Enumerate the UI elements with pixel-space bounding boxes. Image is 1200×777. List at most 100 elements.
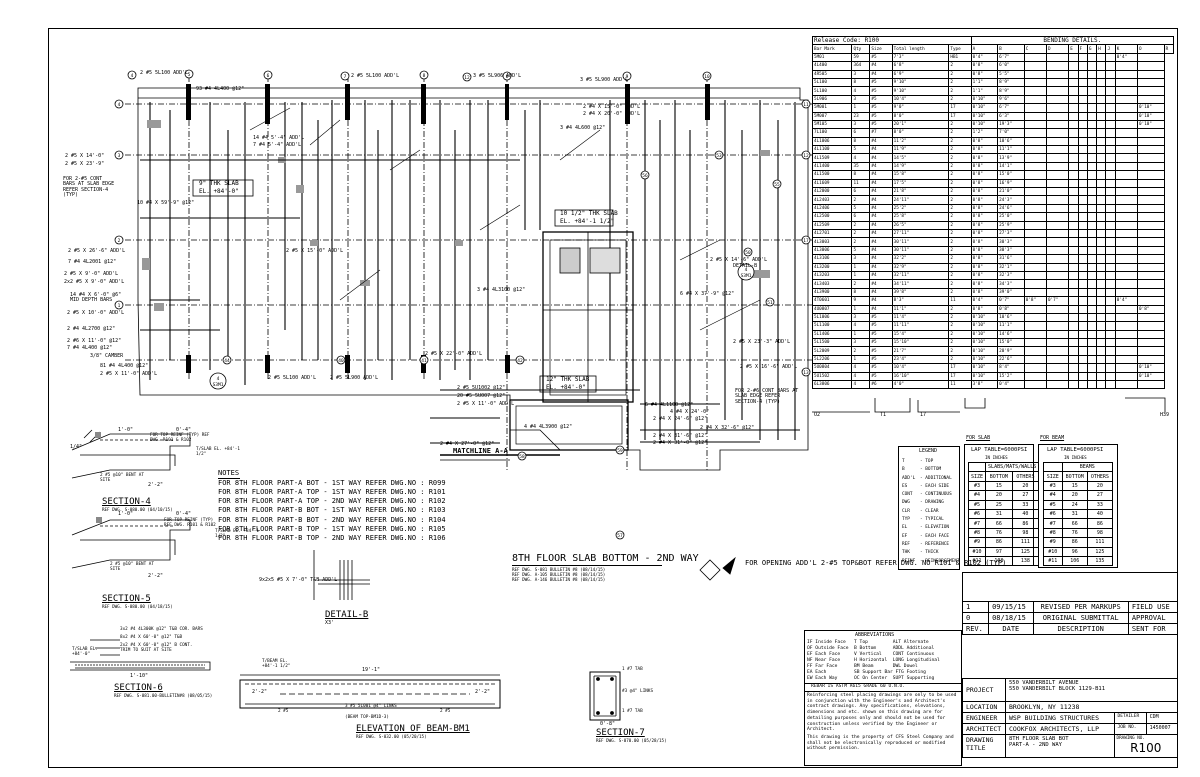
bending-cell: #5	[869, 312, 893, 323]
bending-cell	[1105, 312, 1116, 323]
bending-cell: #7	[869, 128, 893, 138]
slab-elevation-1: EL. +84'-0"	[199, 188, 239, 195]
bending-cell	[1096, 69, 1107, 79]
bending-cell: 32'3"	[997, 270, 1025, 281]
bending-cell	[1096, 379, 1107, 390]
bending-cell	[1096, 363, 1107, 373]
lap-cell: 106	[1061, 555, 1088, 567]
bending-cell: 39'8"	[891, 287, 950, 298]
bending-cell: 4	[851, 321, 871, 331]
bending-cell: 0'8"	[970, 228, 999, 239]
drawing-sheet	[48, 28, 1178, 768]
bending-cell: 0'7"	[997, 296, 1025, 306]
bending-cell: 9'10"	[891, 77, 950, 88]
lap-slab-sub: IN INCHES	[985, 455, 1008, 460]
lap-cell: #8	[1043, 527, 1063, 539]
bending-cell: 30'3"	[997, 237, 1025, 247]
bending-cell	[1105, 338, 1116, 348]
bending-cell	[1105, 69, 1116, 79]
lap-beam-head: LAP TABLE=6000PSI	[1047, 447, 1104, 453]
bending-cell: 8'0"	[891, 111, 950, 121]
bending-cell: 0'4"	[1114, 296, 1139, 306]
legend-item: TYP- TYPICAL	[902, 517, 960, 525]
bending-cell	[1077, 136, 1088, 147]
bending-cell	[1096, 262, 1107, 272]
bending-cell: 2	[948, 228, 972, 239]
bending-cell	[1114, 346, 1139, 356]
bending-cell: 0'10"	[970, 354, 999, 365]
bending-cell	[1137, 237, 1165, 247]
beam-note-5: 2 #5	[440, 709, 451, 714]
legend-item: REF- REFERENCE	[902, 542, 960, 550]
legend-meaning: - TOP	[920, 459, 934, 464]
bending-cell	[1068, 363, 1079, 373]
bending-cell	[1086, 170, 1098, 180]
bending-cell: 3'8"	[970, 379, 999, 390]
bending-cell: 9'6"	[997, 94, 1025, 105]
legend-item: EL- ELEVATION	[902, 525, 960, 533]
lap-cell: #6	[967, 508, 987, 520]
bending-cell: 7'3"	[891, 52, 950, 63]
lap-blank	[967, 461, 987, 473]
engineer-value: WSP BUILDING STRUCTURES	[1005, 712, 1115, 724]
bending-cell: 6'3"	[997, 111, 1025, 121]
s4-note-3: 2 #5 @10" BENT AT SITE	[100, 473, 144, 483]
bending-cell: 3	[851, 69, 871, 79]
bending-cell: 0'8"	[970, 220, 999, 231]
rev-col-date: DATE	[988, 623, 1034, 635]
detail-b-note: 9x2x5 #5 X 7'-0" T&B ADD'L	[259, 577, 338, 583]
bending-cell: 2	[948, 304, 972, 314]
bending-cell	[1023, 237, 1047, 247]
bending-cell	[1096, 161, 1107, 172]
bending-cell: 0'8"	[970, 61, 999, 71]
callout-43: 6 #4 4L1100 @12"	[645, 402, 694, 408]
bending-cell	[1114, 228, 1139, 239]
svg-text:11: 11	[803, 102, 809, 108]
svg-text:17: 17	[803, 238, 809, 244]
bending-cell: 1	[851, 270, 871, 281]
shape-label-o2: O2	[814, 412, 821, 418]
callout-42: 2 #4 X 31'-0" @12"	[653, 440, 708, 446]
bending-cell	[1137, 228, 1165, 239]
bending-cell	[1086, 279, 1098, 289]
bending-cell	[1023, 279, 1047, 289]
lap-cell: 97	[985, 546, 1013, 557]
bending-col-header: Bar Mark	[811, 44, 853, 54]
bending-cell: #4	[869, 287, 893, 298]
bending-cell	[1086, 220, 1098, 231]
legend-item: EF- EACH FACE	[902, 534, 960, 542]
property-note: This drawing is the property of CFS Stee…	[807, 735, 954, 752]
legend-item: CLR- CLEAR	[902, 509, 960, 517]
legend-title: LEGEND	[919, 448, 938, 454]
bending-cell: 0'8"	[970, 161, 999, 172]
bending-cell	[1077, 69, 1088, 79]
bending-cell: 5	[851, 145, 871, 155]
s7-note-3: 1 #7 TAB	[622, 709, 643, 714]
rev-description: REVISED PER MARKUPS	[1032, 601, 1129, 613]
bending-title: BENDING DETAILS.	[970, 35, 1175, 46]
architect-value: COOKFOX ARCHITECTS, LLP	[1005, 723, 1115, 735]
bending-cell	[1023, 111, 1047, 121]
rev-number: 1	[961, 601, 990, 613]
legend-item: DWG- DRAWING	[902, 500, 960, 508]
lap-group: SLABS/MATS/WALLS	[985, 461, 1040, 473]
bending-cell	[1023, 178, 1047, 189]
bending-cell: 4T0601	[811, 296, 853, 306]
callout-14: 7 #4 4L2001 @12"	[68, 259, 117, 265]
svg-text:58: 58	[519, 454, 525, 460]
bending-cell: 8	[851, 136, 871, 147]
bending-cell	[1045, 371, 1070, 382]
bending-cell	[1023, 270, 1047, 281]
bending-cell	[1086, 228, 1098, 239]
